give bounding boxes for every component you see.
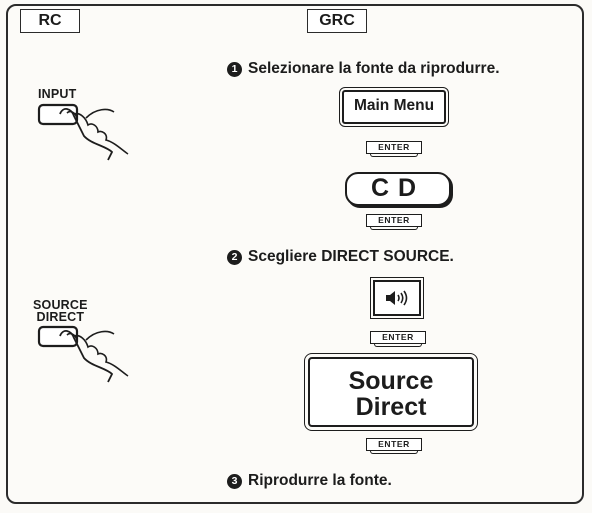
source-direct-display-line2: Direct	[355, 393, 427, 421]
step-3-text: Riprodurre la fonte.	[248, 472, 392, 489]
speaker-button[interactable]	[370, 277, 424, 319]
source-direct-label-line1: SOURCE	[33, 298, 88, 312]
enter-button-4[interactable]: ENTER	[366, 438, 422, 454]
speaker-volume-icon	[386, 290, 408, 306]
step-1: 1 Selezionare la fonte da riprodurre.	[227, 60, 500, 78]
step-3-number: 3	[227, 474, 242, 489]
enter-button-3[interactable]: ENTER	[370, 331, 426, 347]
step-2-text: Scegliere DIRECT SOURCE.	[248, 248, 454, 265]
step-1-number: 1	[227, 62, 242, 77]
step-3: 3 Riprodurre la fonte.	[227, 472, 392, 490]
source-direct-label-line2: DIRECT	[36, 309, 85, 324]
step-1-text: Selezionare la fonte da riprodurre.	[248, 60, 500, 77]
source-direct-button-label: SOURCE DIRECT	[33, 298, 88, 324]
enter-button-2[interactable]: ENTER	[366, 214, 422, 230]
source-direct-display-line1: Source	[348, 367, 434, 395]
grc-column-header: GRC	[307, 9, 367, 33]
step-2: 2 Scegliere DIRECT SOURCE.	[227, 248, 454, 266]
step-2-number: 2	[227, 250, 242, 265]
input-button-press-hand-icon	[37, 103, 129, 161]
source-direct-button-press-hand-icon	[37, 325, 129, 383]
instruction-panel	[6, 4, 584, 504]
cd-source-display: CD	[345, 172, 451, 206]
main-menu-display[interactable]: Main Menu	[339, 87, 449, 127]
source-direct-display: Source Direct	[304, 353, 478, 431]
rc-column-header: RC	[20, 9, 80, 33]
enter-button-1[interactable]: ENTER	[366, 141, 422, 157]
input-button-label: INPUT	[38, 87, 77, 101]
